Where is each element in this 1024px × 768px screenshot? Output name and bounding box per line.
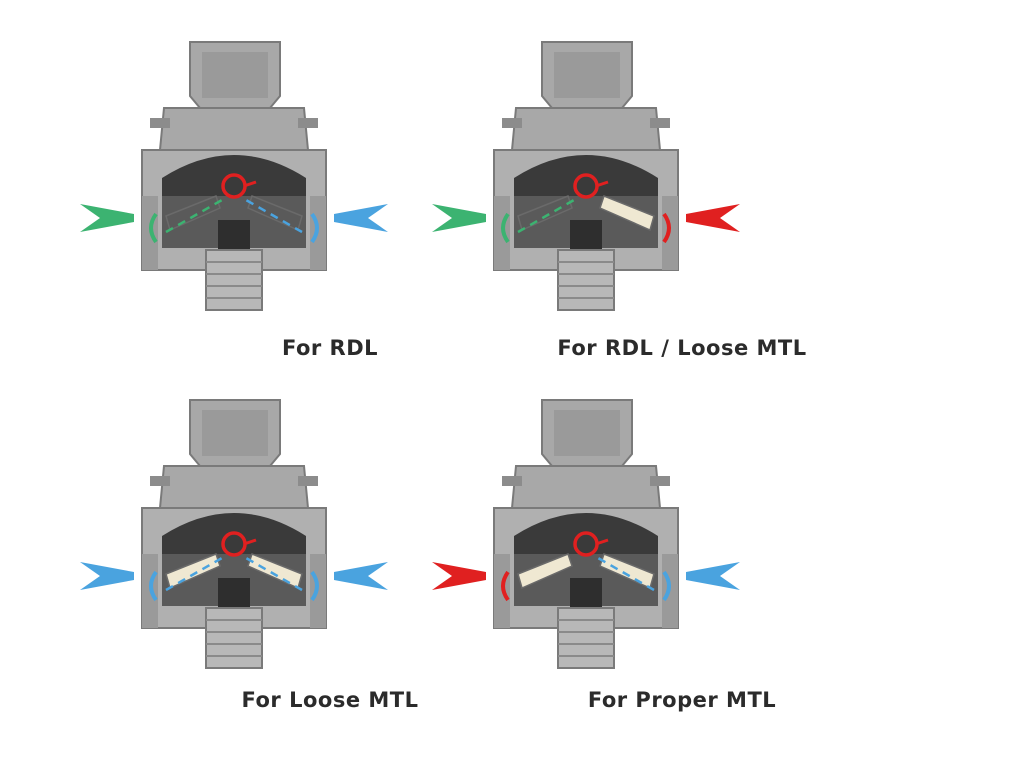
left-arrow — [432, 562, 486, 590]
right-airflow-hole — [310, 570, 319, 602]
top-cap — [510, 465, 662, 509]
left-airflow-hole — [149, 212, 158, 244]
center-post — [570, 220, 602, 250]
right-airflow-hole — [662, 570, 671, 602]
left-arrow — [432, 204, 486, 232]
left-airflow-hole — [149, 570, 158, 602]
center-post — [218, 220, 250, 250]
right-airflow-insert — [599, 553, 655, 590]
connector-pin — [205, 249, 263, 311]
center-post — [218, 578, 250, 608]
left-airflow-insert — [517, 195, 573, 232]
diagram-caption: For RDL — [281, 336, 379, 360]
right-airflow-hole — [310, 212, 319, 244]
connector-pin — [557, 249, 615, 311]
diagram-caption: For Loose MTL — [241, 688, 419, 712]
right-airflow-insert — [599, 195, 655, 232]
diagram-caption: For RDL / Loose MTL — [557, 336, 807, 360]
left-airflow-hole — [501, 212, 510, 244]
diagram-caption: For Proper MTL — [587, 688, 777, 712]
right-airflow-path — [245, 556, 303, 592]
left-airflow-path — [165, 198, 223, 234]
right-airflow-path — [597, 556, 655, 592]
diagram-panel — [0, 0, 416, 384]
left-airflow-path — [165, 556, 223, 592]
left-arrow — [80, 204, 134, 232]
left-airflow-insert — [517, 553, 573, 590]
top-cap — [510, 107, 662, 151]
center-post — [570, 578, 602, 608]
connector-pin — [557, 607, 615, 669]
right-airflow-insert — [247, 195, 303, 232]
atomizer-cross-section — [80, 41, 388, 311]
right-airflow-hole — [662, 212, 671, 244]
right-arrow — [334, 204, 388, 232]
right-arrow — [686, 204, 740, 232]
atomizer-cross-section — [432, 399, 740, 669]
left-airflow-insert — [165, 195, 221, 232]
atomizer-cross-section — [432, 41, 740, 311]
diagram-panel — [256, 0, 768, 384]
right-arrow — [334, 562, 388, 590]
left-arrow — [80, 562, 134, 590]
left-airflow-path — [517, 198, 575, 234]
left-airflow-insert — [165, 553, 221, 590]
right-airflow-insert — [247, 553, 303, 590]
right-arrow — [686, 562, 740, 590]
right-airflow-path — [245, 198, 303, 234]
connector-pin — [205, 607, 263, 669]
diagram-panel — [256, 358, 768, 742]
atomizer-cross-section — [80, 399, 388, 669]
diagram-panel — [0, 358, 416, 742]
left-airflow-hole — [501, 570, 510, 602]
